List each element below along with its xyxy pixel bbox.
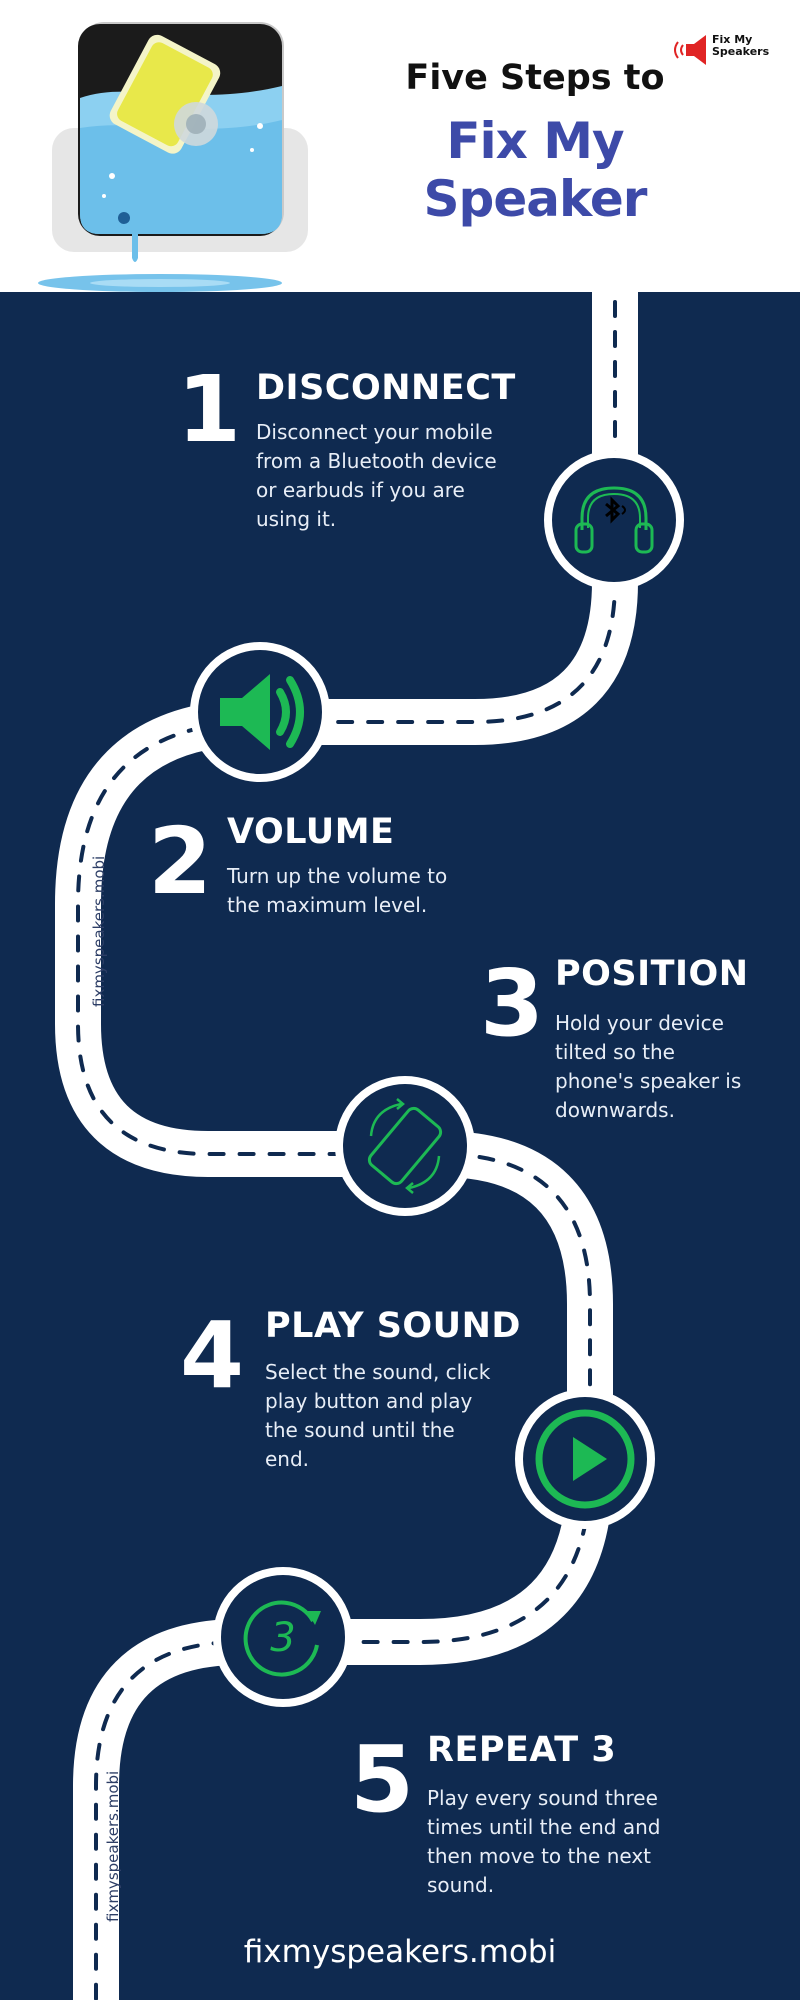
- side-watermark: fixmyspeakers.mobi: [104, 1770, 122, 1922]
- footer-url[interactable]: fixmyspeakers.mobi: [243, 1934, 557, 1970]
- play-icon: [535, 1409, 635, 1509]
- step-3-description: Hold your device tilted so the phone's s…: [555, 1011, 742, 1122]
- header: Five Steps to Fix My Speaker Fix My Spea…: [0, 0, 800, 292]
- logo-line-2: Speakers: [712, 45, 770, 58]
- steps-section: fixmyspeakers.mobi fixmyspeakers.mobi 1 …: [0, 292, 800, 2000]
- repeat-count-text: 3: [270, 1615, 295, 1661]
- step-1-description: Disconnect your mobile from a Bluetooth …: [256, 420, 497, 531]
- water-phone-illustration: [38, 22, 308, 292]
- brand-logo: Fix My Speakers: [672, 30, 782, 70]
- step-2-description: Turn up the volume to the maximum level.: [227, 864, 448, 917]
- title-line-1: Five Steps to: [405, 58, 665, 98]
- step-1-icon-circle: [544, 450, 684, 590]
- repeat-3-icon: 3: [243, 1600, 321, 1677]
- title-line-2: Fix My Speaker: [423, 112, 648, 228]
- step-2-icon-circle: [190, 642, 330, 782]
- side-watermark: fixmyspeakers.mobi: [90, 855, 108, 1007]
- step-1-number: 1: [177, 356, 242, 463]
- rotate-phone-icon: [367, 1098, 443, 1194]
- logo-text: Fix My Speakers: [712, 34, 769, 58]
- step-5-title: REPEAT 3: [427, 1730, 617, 1770]
- step-2-title: VOLUME: [227, 812, 395, 852]
- step-4-description: Select the sound, click play button and …: [265, 1360, 491, 1471]
- speaker-logo-icon: [674, 35, 706, 65]
- logo-line-1: Fix My: [712, 33, 753, 46]
- step-3-number: 3: [480, 950, 545, 1057]
- step-5-number: 5: [350, 1726, 415, 1833]
- step-5-description: Play every sound three times until the e…: [427, 1786, 661, 1897]
- step-3-title: POSITION: [555, 954, 749, 994]
- step-2-number: 2: [148, 808, 213, 915]
- step-4-title: PLAY SOUND: [265, 1306, 521, 1346]
- step-3-icon-circle: [335, 1076, 475, 1216]
- step-4-icon-circle: [515, 1389, 655, 1529]
- volume-icon: [220, 674, 304, 750]
- step-5-icon-circle: 3: [213, 1567, 353, 1707]
- bluetooth-headphones-icon: [574, 486, 654, 554]
- step-4-number: 4: [180, 1302, 245, 1409]
- step-1-title: DISCONNECT: [256, 368, 516, 408]
